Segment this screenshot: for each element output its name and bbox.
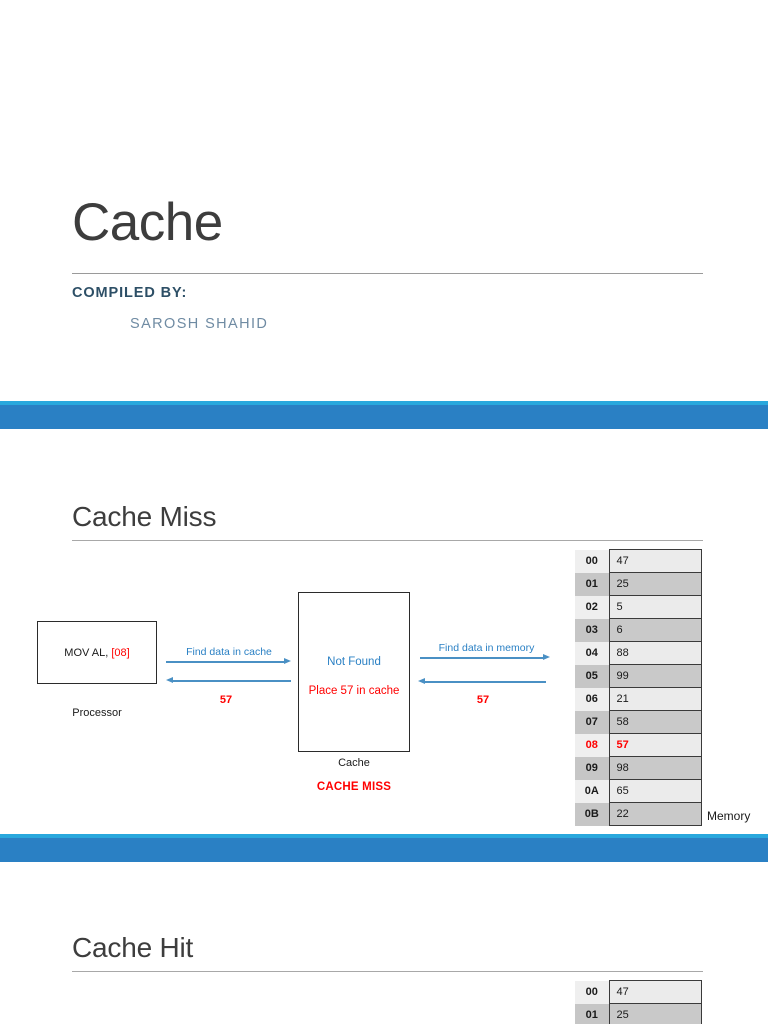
arrow-line-cache-to-memory — [420, 657, 544, 659]
page-title: Cache — [72, 193, 223, 252]
memory-row-address: 0B — [575, 802, 609, 826]
memory-row-value: 22 — [608, 802, 702, 826]
memory-row-address: 09 — [575, 756, 609, 780]
memory-row-value: 47 — [608, 549, 702, 573]
arrow-line-cache-to-processor — [172, 680, 291, 682]
memory-row-value: 21 — [608, 687, 702, 711]
arrow-label-return-value-to-processor: 57 — [219, 694, 233, 706]
cache-miss-tag: CACHE MISS — [316, 781, 392, 793]
memory-row-address: 04 — [575, 641, 609, 665]
cache-box — [298, 592, 410, 752]
arrow-head-right-to-memory — [543, 653, 550, 660]
memory-row-value: 25 — [608, 1003, 702, 1024]
instruction-address: [08] — [111, 646, 130, 659]
separator-stripe — [0, 401, 768, 405]
arrow-line-memory-to-cache — [424, 681, 546, 683]
memory-row-address: 03 — [575, 618, 609, 642]
memory-row-address: 05 — [575, 664, 609, 688]
memory-row-value: 88 — [608, 641, 702, 665]
compiled-by-label: COMPILED BY: — [72, 285, 188, 301]
memory-row-value: 47 — [608, 980, 702, 1004]
arrow-label-find-data-in-cache: Find data in cache — [186, 646, 272, 658]
memory-row-address: 06 — [575, 687, 609, 711]
processor-instruction: MOV AL, [08] — [64, 647, 129, 659]
cache-miss-slide: Cache Miss MOV AL, [08] Processor Find d… — [0, 429, 768, 834]
cache-miss-diagram: MOV AL, [08] Processor Find data in cach… — [0, 429, 768, 834]
separator-stripe — [0, 834, 768, 838]
memory-row-address: 07 — [575, 710, 609, 734]
cache-hit-heading: Cache Hit — [72, 932, 194, 963]
memory-row-value: 5 — [608, 595, 702, 619]
cache-action-text: Place 57 in cache — [308, 685, 400, 697]
slide-separator-bar-2 — [0, 834, 768, 862]
arrow-label-return-value-to-cache: 57 — [476, 694, 490, 706]
processor-label: Processor — [72, 707, 122, 719]
cache-miss-divider — [72, 540, 703, 541]
arrow-label-find-data-in-memory: Find data in memory — [438, 642, 535, 654]
author-name: SAROSH SHAHID — [130, 316, 269, 332]
memory-row-value: 65 — [608, 779, 702, 803]
memory-row-value: 98 — [608, 756, 702, 780]
memory-row-value: 58 — [608, 710, 702, 734]
instruction-mnemonic: MOV AL, — [64, 646, 112, 659]
title-slide: Cache COMPILED BY: SAROSH SHAHID — [0, 0, 768, 400]
memory-row-value: 57 — [608, 733, 702, 757]
cache-hit-divider — [72, 971, 703, 972]
arrow-head-left-to-cache — [418, 677, 425, 684]
memory-row-address: 00 — [575, 980, 609, 1004]
cache-label: Cache — [338, 757, 370, 769]
memory-row-address: 02 — [575, 595, 609, 619]
memory-row-address: 08 — [575, 733, 609, 757]
arrow-head-right-to-cache — [284, 657, 291, 664]
memory-row-value: 25 — [608, 572, 702, 596]
memory-row-value: 99 — [608, 664, 702, 688]
memory-label: Memory — [707, 809, 751, 823]
processor-box: MOV AL, [08] — [37, 621, 157, 684]
slide-separator-bar-1 — [0, 401, 768, 429]
arrow-head-left-to-processor — [166, 676, 173, 683]
cache-status-text: Not Found — [327, 656, 381, 668]
cache-miss-heading: Cache Miss — [72, 501, 217, 532]
memory-row-address: 01 — [575, 572, 609, 596]
memory-row-address: 0A — [575, 779, 609, 803]
title-divider — [72, 273, 703, 274]
memory-row-address: 01 — [575, 1003, 609, 1024]
memory-row-value: 6 — [608, 618, 702, 642]
memory-row-address: 00 — [575, 549, 609, 573]
arrow-line-processor-to-cache — [166, 661, 285, 663]
